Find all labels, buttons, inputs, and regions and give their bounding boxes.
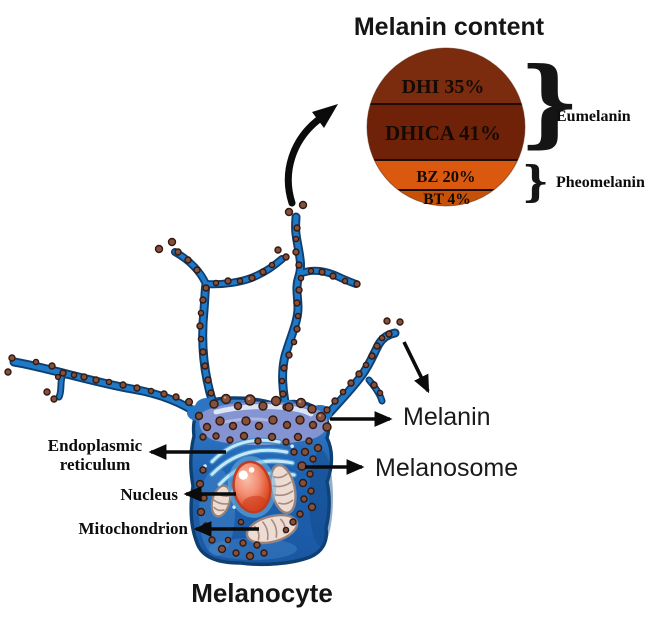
label-er-line1: Endoplasmic xyxy=(48,436,143,455)
arrow-to-pie xyxy=(284,104,338,207)
brace-pheomelanin-icon: } xyxy=(522,157,549,206)
brace-eumelanin-icon: } xyxy=(519,47,580,158)
label-er-line2: reticulum xyxy=(60,455,131,474)
released-melanin-dots xyxy=(4,200,404,403)
pie-band-label-bt: BT 4% xyxy=(423,191,471,208)
mitochondrion-graphic-right xyxy=(269,463,297,515)
label-mitochondrion: Mitochondrion xyxy=(78,519,188,538)
group-label-pheomelanin: Pheomelanin xyxy=(556,174,645,191)
pie-band-label-dhica: DHICA 41% xyxy=(385,121,501,145)
group-label-eumelanin: Eumelanin xyxy=(556,108,631,125)
label-arrows xyxy=(148,341,430,537)
arrow-melanin-diagonal xyxy=(402,341,430,394)
figure-caption-melanocyte: Melanocyte xyxy=(191,578,333,608)
pie-chart: DHI 35% DHICA 41% BZ 20% BT 4% xyxy=(366,47,526,208)
pie-band-dhica xyxy=(367,104,525,160)
pie-band-label-bz: BZ 20% xyxy=(416,167,475,186)
label-melanosome: Melanosome xyxy=(375,454,518,482)
pie-legend: } } Eumelanin Pheomelanin xyxy=(519,47,645,206)
dendrites-inner xyxy=(14,217,395,420)
nucleus-graphic xyxy=(227,456,277,518)
pie-band-label-dhi: DHI 35% xyxy=(402,76,485,98)
pie-band-bz xyxy=(367,160,525,190)
melanosome-dots xyxy=(32,224,393,561)
label-nucleus: Nucleus xyxy=(120,485,178,504)
pie-title: Melanin content xyxy=(354,13,545,41)
label-melanin: Melanin xyxy=(403,403,491,431)
